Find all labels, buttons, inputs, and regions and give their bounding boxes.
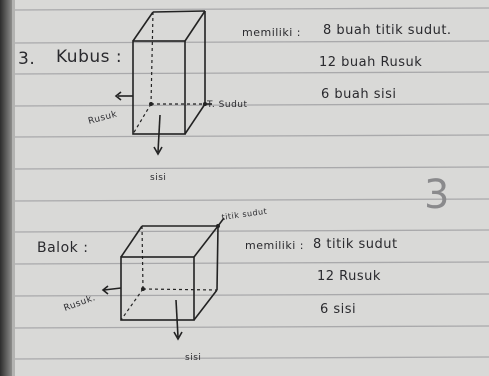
kubus-property-3: 6 buah sisi [321,87,397,102]
cuboid-drawing [101,217,225,341]
vertex-dot [216,224,220,228]
cube-drawing [114,10,212,156]
balok-sisi-label: sisi [185,353,201,363]
cube-sisi-label: sisi [150,173,166,183]
kubus-property-2: 12 buah Rusuk [319,55,422,70]
balok-memiliki-label: memiliki : [245,239,304,252]
kubus-property-1: 8 buah titik sudut. [323,23,452,38]
cube-rusuk-label: Rusuk [87,109,119,126]
balok-property-1: 8 titik sudut [313,237,398,252]
balok-rusuk-label: Rusuk. [63,293,97,314]
margin-line [12,0,15,376]
balok-titik-sudut-label: titik sudut [221,207,268,222]
balok-property-2: 12 Rusuk [317,269,381,284]
vertex-dot [203,102,207,106]
kubus-title: Kubus : [56,47,122,67]
ruled-lines [12,7,489,360]
cube-titik-sudut-label: T. Sudut [206,100,248,110]
balok-property-3: 6 sisi [320,302,356,317]
vertex-dot [141,287,145,291]
page-edge-shadow [0,0,12,376]
sisi-arrow [157,114,161,153]
margin-mark: 3 [424,172,450,218]
vertex-dot [149,102,153,106]
section-number: 3. [18,49,35,69]
balok-title: Balok : [37,240,88,256]
kubus-memiliki-label: memiliki : [242,26,301,39]
